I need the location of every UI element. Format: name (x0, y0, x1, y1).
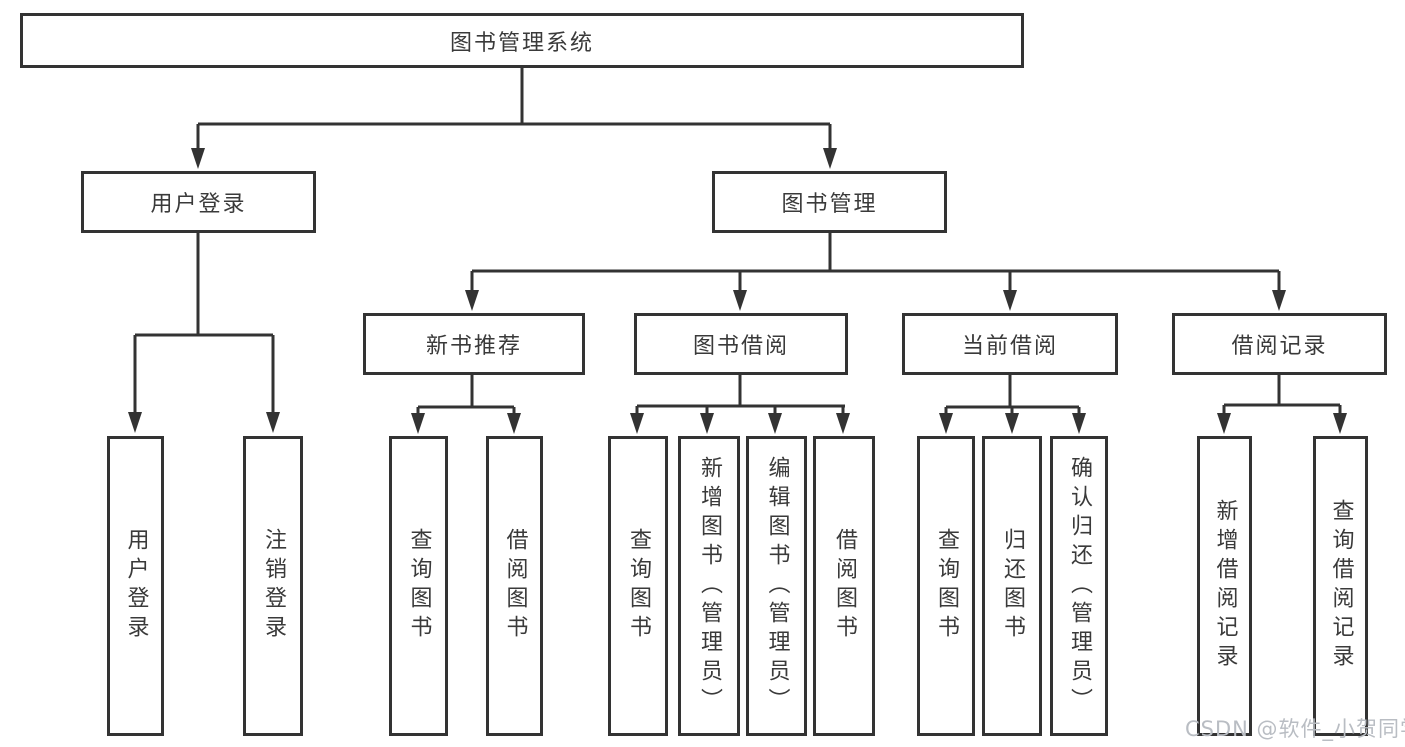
leaf-cb-query-books: 查询图书 (917, 436, 975, 736)
arrowheads (128, 148, 1347, 434)
leaf-bb-query-books: 查询图书 (608, 436, 668, 736)
leaf-nb-borrow-books-label: 借阅图书 (502, 528, 528, 644)
leaf-bb-borrow-books: 借阅图书 (813, 436, 875, 736)
leaf-bb-borrow-books-label: 借阅图书 (832, 528, 857, 644)
leaf-nb-borrow-books: 借阅图书 (486, 436, 543, 736)
node-borrow-records: 借阅记录 (1172, 313, 1387, 375)
leaf-bb-add-books-admin: 新增图书（管理员） (678, 436, 740, 736)
leaf-bb-query-books-label: 查询图书 (626, 528, 651, 644)
csdn-watermark: CSDN @软件_小贺同学 (1185, 717, 1405, 741)
leaf-logout-label: 注销登录 (261, 528, 286, 644)
leaf-br-add-record-label: 新增借阅记录 (1212, 499, 1238, 673)
leaf-bb-edit-books-admin: 编辑图书（管理员） (746, 436, 807, 736)
leaf-bb-add-books-admin-label: 新增图书（管理员） (697, 455, 722, 717)
leaf-nb-query-books-label: 查询图书 (406, 528, 432, 644)
leaf-cb-confirm-return-admin: 确认归还（管理员） (1050, 436, 1108, 736)
leaf-br-query-record: 查询借阅记录 (1313, 436, 1368, 736)
leaf-user-login-label: 用户登录 (123, 528, 149, 644)
leaf-user-login: 用户登录 (107, 436, 164, 736)
leaf-nb-query-books: 查询图书 (389, 436, 448, 736)
leaf-br-add-record: 新增借阅记录 (1197, 436, 1252, 736)
node-user-login: 用户登录 (81, 171, 316, 233)
leaf-bb-edit-books-admin-label: 编辑图书（管理员） (764, 455, 790, 717)
leaf-logout: 注销登录 (243, 436, 303, 736)
node-book-borrow: 图书借阅 (634, 313, 848, 375)
leaf-cb-return-books-label: 归还图书 (1000, 528, 1025, 644)
node-book-management: 图书管理 (712, 171, 947, 233)
leaf-cb-confirm-return-admin-label: 确认归还（管理员） (1067, 455, 1092, 717)
node-new-book-recommend: 新书推荐 (363, 313, 585, 375)
node-root: 图书管理系统 (20, 13, 1024, 68)
leaf-cb-query-books-label: 查询图书 (934, 528, 959, 644)
node-current-borrow: 当前借阅 (902, 313, 1118, 375)
leaf-br-query-record-label: 查询借阅记录 (1328, 499, 1354, 673)
leaf-cb-return-books: 归还图书 (982, 436, 1042, 736)
